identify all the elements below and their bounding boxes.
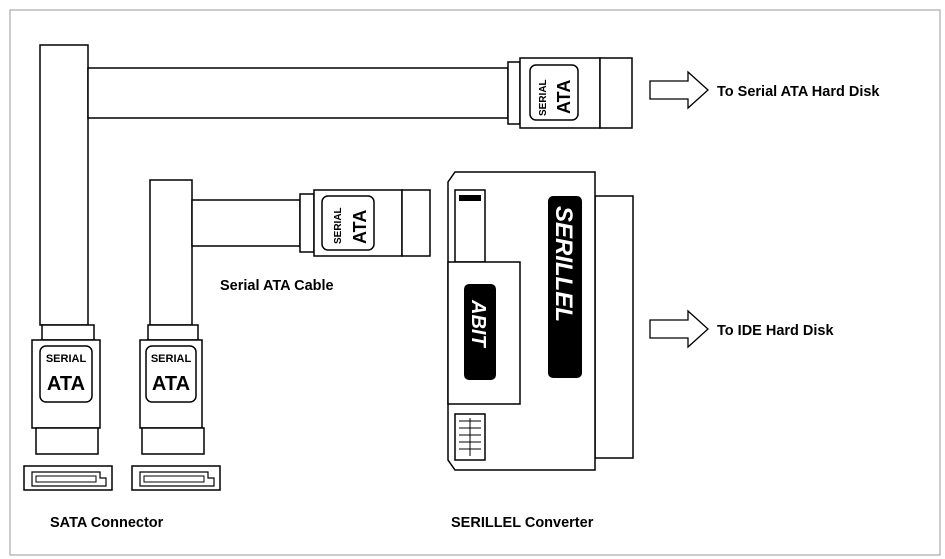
short-sata-cable: SERIAL ATA SERIAL ATA [139, 179, 431, 455]
converter-sata-port-slot [459, 195, 481, 201]
serial-text-short-bottom: SERIAL [151, 353, 192, 365]
sata-connector-port-left [23, 465, 113, 491]
label-sata-connector: SATA Connector [50, 515, 164, 531]
serillel-brand-badge [548, 196, 582, 378]
serial-text-short-plug: SERIAL [333, 207, 344, 244]
long-cable-plug-badge [529, 64, 579, 121]
long-cable-bottom-tip [35, 427, 99, 455]
power-connector-pins [459, 418, 481, 456]
short-cable-vertical [149, 179, 193, 326]
port-left-inner [31, 471, 107, 487]
ata-text-short-bottom: ATA [152, 373, 190, 395]
long-cable-plug-tip [599, 57, 633, 129]
short-cable-horizontal [191, 199, 301, 247]
label-serial-ata-cable: Serial ATA Cable [220, 278, 334, 294]
abit-logo-badge [464, 284, 496, 380]
label-to-ide-disk: To IDE Hard Disk [717, 323, 834, 339]
serillel-converter: ABIT SERILLEL [447, 171, 634, 471]
serillel-brand-text: SERILLEL [550, 206, 577, 322]
short-cable-bottom-badge [145, 345, 197, 403]
long-cable-bottom-collar [41, 324, 95, 341]
converter-ide-connector [594, 195, 634, 459]
ata-text-short-plug: ATA [350, 210, 370, 244]
arrow-to-ide-disk [649, 309, 709, 349]
diagram-frame [9, 9, 941, 556]
arrow-to-sata-disk [649, 70, 709, 110]
label-to-sata-disk: To Serial ATA Hard Disk [717, 84, 880, 100]
short-cable-bottom-tip [141, 427, 205, 455]
ata-text-long-plug: ATA [554, 80, 574, 114]
sata-connector-port-right [131, 465, 221, 491]
ata-text-long-bottom: ATA [47, 373, 85, 395]
short-cable-plug-collar [299, 193, 315, 253]
short-cable-plug-badge [321, 195, 375, 251]
serial-text-long-bottom: SERIAL [46, 353, 87, 365]
port-right-inner [139, 471, 215, 487]
serial-text-long-plug: SERIAL [538, 79, 549, 116]
long-cable-bottom-badge [39, 345, 93, 403]
port-left-slot [35, 475, 97, 483]
short-cable-plug-tip [401, 189, 431, 257]
abit-logo-text: ABIT [467, 299, 489, 348]
long-cable-plug-collar [507, 61, 521, 125]
long-cable-vertical [39, 44, 89, 326]
label-serillel-converter: SERILLEL Converter [451, 515, 594, 531]
short-cable-bottom-collar [147, 324, 199, 341]
port-right-slot [143, 475, 205, 483]
long-cable-horizontal [87, 67, 509, 119]
long-sata-cable: SERIAL ATA SERIAL ATA [31, 44, 633, 455]
